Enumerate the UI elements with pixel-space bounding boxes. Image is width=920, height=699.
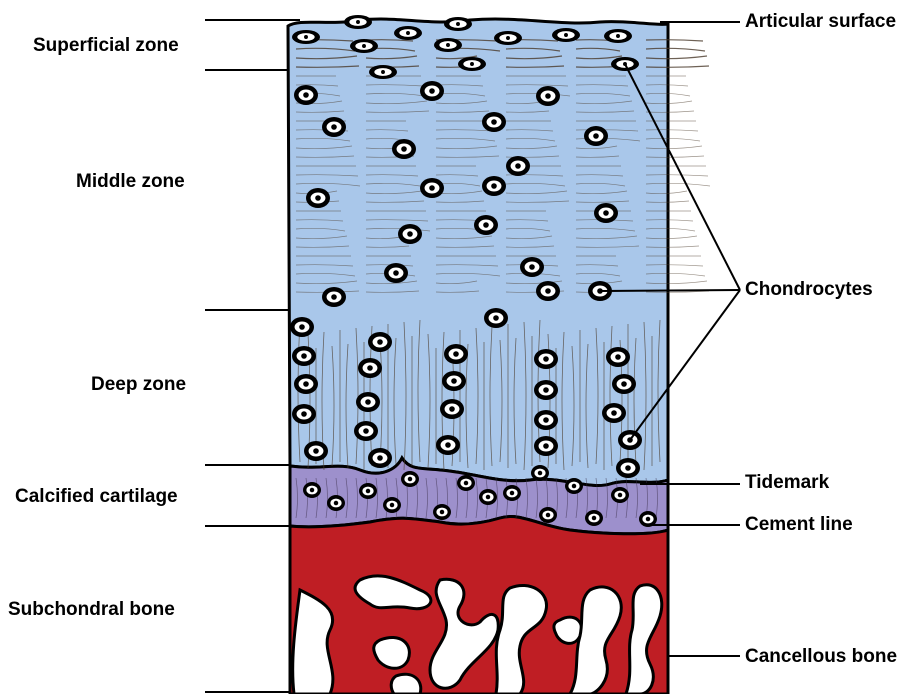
chondrocyte-nucleus <box>310 488 314 492</box>
chondrocyte-nucleus <box>538 471 542 475</box>
chondrocyte-nucleus <box>564 33 568 37</box>
label-cement-line: Cement line <box>745 515 853 534</box>
chondrocyte-nucleus <box>572 484 576 488</box>
chondrocyte-nucleus <box>449 406 455 412</box>
chondrocyte-nucleus <box>446 43 450 47</box>
chondrocyte-nucleus <box>363 428 369 434</box>
chondrocyte-nucleus <box>529 264 535 270</box>
chondrocyte-nucleus <box>464 481 468 485</box>
chondrocyte-nucleus <box>303 92 309 98</box>
chondrocyte-nucleus <box>367 365 373 371</box>
chondrocyte-nucleus <box>545 93 551 99</box>
chondrocyte-nucleus <box>470 62 474 66</box>
chondrocyte-nucleus <box>616 34 620 38</box>
chondrocyte-nucleus <box>545 288 551 294</box>
chondrocyte-nucleus <box>440 510 444 514</box>
chondrocyte-nucleus <box>315 195 321 201</box>
chondrocyte-nucleus <box>313 448 319 454</box>
callout-chondrocytes-2 <box>600 290 740 291</box>
chondrocyte-nucleus <box>603 210 609 216</box>
chondrocyte-nucleus <box>506 36 510 40</box>
chondrocyte-nucleus <box>510 491 514 495</box>
chondrocyte-nucleus <box>331 124 337 130</box>
label-chondrocytes: Chondrocytes <box>745 280 873 299</box>
chondrocyte-nucleus <box>592 516 596 520</box>
marrow-space <box>293 590 333 694</box>
chondrocyte-nucleus <box>543 387 549 393</box>
chondrocyte-nucleus <box>429 88 435 94</box>
chondrocyte-nucleus <box>611 410 617 416</box>
chondrocyte-nucleus <box>486 495 490 499</box>
chondrocyte-nucleus <box>408 477 412 481</box>
chondrocyte-nucleus <box>491 183 497 189</box>
chondrocyte-nucleus <box>615 354 621 360</box>
chondrocyte-nucleus <box>390 503 394 507</box>
chondrocyte-nucleus <box>491 119 497 125</box>
label-calcified-cartilage: Calcified cartilage <box>15 487 178 506</box>
chondrocyte-nucleus <box>483 222 489 228</box>
chondrocyte-nucleus <box>401 146 407 152</box>
chondrocyte-nucleus <box>377 339 383 345</box>
label-deep-zone: Deep zone <box>91 375 186 394</box>
chondrocyte-nucleus <box>365 399 371 405</box>
label-subchondral-bone: Subchondral bone <box>8 600 175 619</box>
chondrocyte-nucleus <box>493 315 499 321</box>
chondrocyte-nucleus <box>546 513 550 517</box>
chondrocyte-nucleus <box>543 356 549 362</box>
label-superficial-zone: Superficial zone <box>33 36 179 55</box>
chondrocyte-nucleus <box>304 35 308 39</box>
chondrocyte-nucleus <box>299 324 305 330</box>
chondrocyte-nucleus <box>515 163 521 169</box>
label-cancellous-bone: Cancellous bone <box>745 647 897 666</box>
label-middle-zone: Middle zone <box>76 172 185 191</box>
chondrocyte-nucleus <box>331 294 337 300</box>
chondrocyte-nucleus <box>451 378 457 384</box>
chondrocyte-nucleus <box>406 31 410 35</box>
chondrocyte-nucleus <box>543 443 549 449</box>
chondrocyte-nucleus <box>445 442 451 448</box>
chondrocyte-nucleus <box>618 493 622 497</box>
chondrocyte-nucleus <box>543 417 549 423</box>
chondrocyte-nucleus <box>356 20 360 24</box>
label-articular-surface: Articular surface <box>745 12 896 31</box>
marrow-space <box>554 617 582 643</box>
chondrocyte-nucleus <box>366 489 370 493</box>
chondrocyte-nucleus <box>429 185 435 191</box>
chondrocyte-nucleus <box>334 501 338 505</box>
chondrocyte-nucleus <box>453 351 459 357</box>
chondrocyte-nucleus <box>456 22 460 26</box>
chondrocyte-nucleus <box>362 44 366 48</box>
marrow-space <box>391 674 421 694</box>
chondrocyte-nucleus <box>301 411 307 417</box>
chondrocyte-nucleus <box>301 353 307 359</box>
chondrocyte-nucleus <box>303 381 309 387</box>
chondrocyte-nucleus <box>381 70 385 74</box>
chondrocyte-nucleus <box>646 517 650 521</box>
chondrocyte-nucleus <box>377 455 383 461</box>
zone-boundary-lines <box>205 20 300 692</box>
chondrocyte-nucleus <box>625 465 631 471</box>
chondrocyte-nucleus <box>593 133 599 139</box>
chondrocyte-nucleus <box>393 270 399 276</box>
label-tidemark: Tidemark <box>745 473 829 492</box>
chondrocyte-nucleus <box>407 231 413 237</box>
chondrocyte-nucleus <box>621 381 627 387</box>
